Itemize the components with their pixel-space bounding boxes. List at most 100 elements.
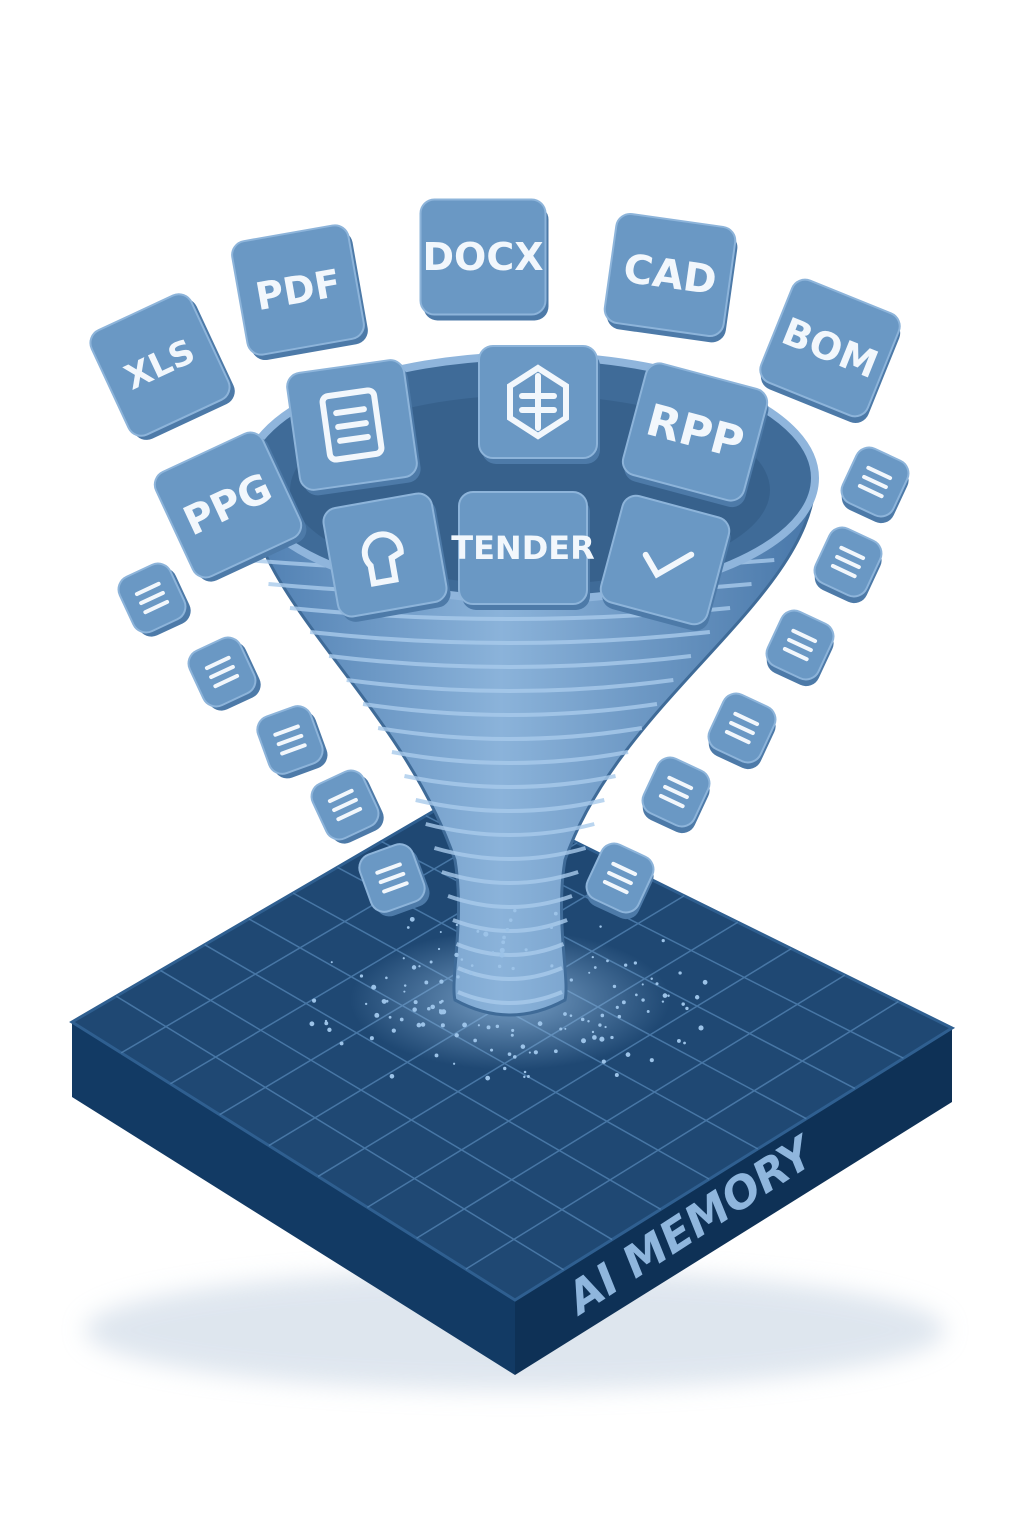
particle (523, 1070, 527, 1074)
ai-memory-platform: AI MEMORY (69, 788, 956, 1375)
particle (430, 1004, 435, 1010)
particle (591, 1030, 595, 1034)
particle (327, 1027, 332, 1032)
small-document-tile (707, 692, 777, 770)
particle (495, 1024, 500, 1029)
particle (311, 998, 317, 1003)
file-tile-bom: BOM (759, 278, 901, 423)
particle (468, 971, 473, 975)
particle (694, 995, 700, 1000)
particle (460, 958, 464, 961)
funnel-ring (328, 654, 692, 669)
file-tile-rpp: RPP (621, 362, 769, 508)
platform-right-face (515, 1028, 952, 1375)
particle (512, 1055, 517, 1059)
document-lines-icon (658, 775, 694, 809)
particle (633, 961, 637, 965)
particle (485, 1075, 491, 1081)
particle (456, 975, 460, 979)
document-lines-icon (273, 724, 307, 756)
particle (406, 926, 410, 929)
particle (678, 971, 682, 975)
particle (476, 929, 480, 933)
particle (309, 1021, 315, 1027)
particle (374, 1012, 380, 1018)
platform-left-face (72, 1022, 515, 1375)
small-document-tile (765, 609, 835, 687)
particle (477, 1024, 480, 1027)
funnel-ring (362, 702, 658, 717)
particle (483, 931, 489, 937)
particle (550, 964, 554, 968)
document-lines-icon (602, 861, 638, 895)
particle (511, 966, 515, 971)
particle (439, 931, 442, 934)
small-document-tile (256, 705, 328, 779)
particle (434, 1053, 439, 1058)
particle (553, 911, 558, 916)
particle (502, 935, 506, 940)
particle (486, 1025, 491, 1030)
particle (418, 965, 421, 968)
particle (439, 979, 444, 984)
file-tile-docx: DOCX (419, 198, 549, 321)
particle (359, 974, 364, 978)
particle (501, 940, 506, 945)
small-document-tile (310, 769, 384, 844)
particle (641, 998, 645, 1002)
particle (437, 947, 441, 951)
particle (592, 1035, 597, 1040)
icon-tile (322, 492, 451, 622)
funnel-ring (441, 870, 579, 885)
file-tile-label: DOCX (422, 235, 543, 279)
funnel-ring (425, 822, 595, 837)
particle (614, 1073, 619, 1078)
particle (490, 1048, 494, 1052)
particle (389, 1073, 395, 1079)
particle (369, 1036, 374, 1041)
small-document-tile (840, 446, 910, 524)
particle (634, 993, 638, 997)
particle (388, 1015, 392, 1019)
particle (403, 990, 406, 993)
particle (623, 963, 628, 967)
file-tile-tender: TENDER (451, 491, 595, 610)
particle (416, 1022, 422, 1028)
particle (650, 977, 653, 981)
particle (667, 994, 670, 997)
file-tile-xls: XLS (89, 293, 235, 440)
particle (559, 1027, 563, 1031)
particle (676, 1038, 681, 1043)
particle (649, 1058, 654, 1063)
particle (454, 1033, 459, 1038)
icon-tile (478, 345, 600, 464)
hexagon-plus-icon (507, 364, 569, 440)
particle (621, 1000, 626, 1005)
particle (441, 1009, 447, 1015)
document-lines-icon (204, 655, 240, 689)
document-lines-icon (830, 545, 866, 579)
particle (646, 1009, 650, 1013)
small-document-tile (358, 843, 430, 917)
particle (429, 960, 433, 964)
particle (553, 1049, 558, 1054)
particle (523, 1075, 526, 1079)
small-document-tile (641, 756, 711, 834)
particle (420, 1022, 426, 1027)
particle (604, 1025, 607, 1029)
document-lines-icon (724, 711, 760, 745)
particle (588, 971, 591, 974)
particle (685, 1006, 689, 1011)
funnel-ring (346, 678, 674, 693)
document-lines-icon (319, 387, 385, 463)
particle (503, 1066, 507, 1071)
particle (413, 1000, 418, 1005)
particle (550, 926, 553, 930)
particle (661, 1000, 665, 1003)
document-lines-icon (375, 862, 409, 894)
particle (330, 961, 333, 964)
funnel-ring (455, 942, 565, 957)
document-lines-icon (782, 628, 818, 662)
particle (591, 956, 594, 959)
funnel-ring (391, 750, 629, 765)
